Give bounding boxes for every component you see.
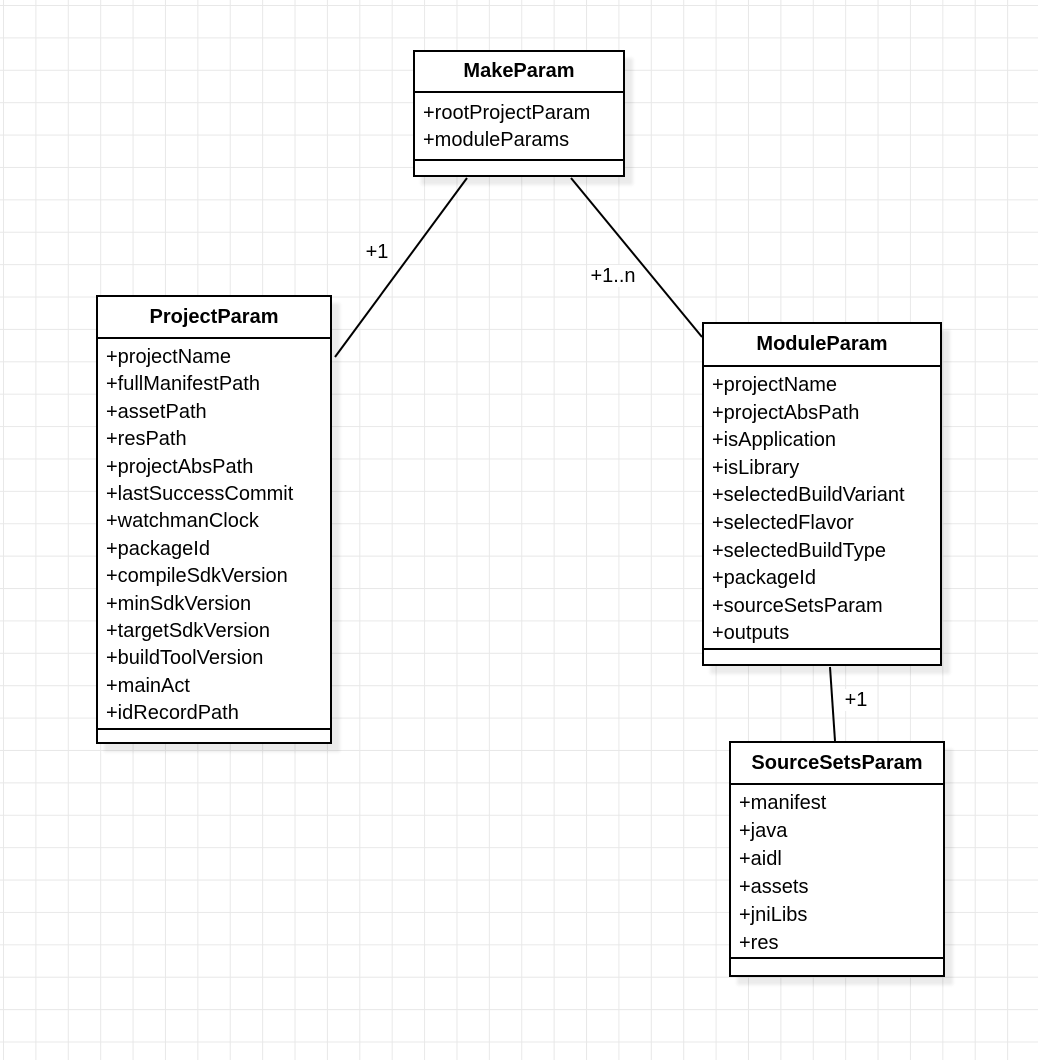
attribute-row: +compileSdkVersion xyxy=(106,565,288,588)
attribute-row: +fullManifestPath xyxy=(106,373,260,396)
attribute-row: +rootProjectParam xyxy=(423,102,591,124)
connector-makeparam-projectparam[interactable] xyxy=(334,177,468,358)
edge-label-makeparam-moduleparam: +1..n xyxy=(588,265,638,287)
connector-moduleparam-sourcesetsparam[interactable] xyxy=(829,666,836,742)
attribute-row: +buildToolVersion xyxy=(106,647,264,670)
attribute-row: +projectName xyxy=(106,346,232,368)
attribute-row: +projectAbsPath xyxy=(106,455,254,478)
attribute-row: +watchmanClock xyxy=(106,510,259,533)
edge-label-moduleparam-sourcesetsparam: +1 xyxy=(842,689,870,711)
class-sourcesetsparam-title: SourceSetsParam xyxy=(731,743,943,785)
attribute-row: +moduleParams xyxy=(423,129,570,151)
attribute-row: +selectedFlavor xyxy=(712,511,854,534)
attribute-row: +sourceSetsParam xyxy=(712,594,883,617)
attribute-row: +mainAct xyxy=(106,674,190,697)
class-projectparam-title: ProjectParam xyxy=(98,297,330,339)
attribute-row: +res xyxy=(739,932,779,954)
attribute-row: +jniLibs xyxy=(739,904,808,926)
attribute-row: +outputs xyxy=(712,622,790,645)
class-makeparam[interactable]: MakeParam +rootProjectParam +moduleParams xyxy=(413,50,625,177)
connector-makeparam-moduleparam[interactable] xyxy=(570,177,703,338)
attribute-row: +aidl xyxy=(739,848,782,870)
attribute-row: +isApplication xyxy=(712,429,836,452)
class-sourcesetsparam-methods-empty xyxy=(731,957,943,975)
class-moduleparam-methods-empty xyxy=(704,648,940,664)
class-makeparam-title: MakeParam xyxy=(415,52,623,93)
attribute-row: +projectName xyxy=(712,374,838,396)
class-sourcesetsparam-attributes: +manifest +java +aidl +assets +jniLibs +res xyxy=(731,785,943,957)
class-projectparam-methods-empty xyxy=(98,728,330,742)
attribute-row: +assets xyxy=(739,876,809,898)
attribute-row: +selectedBuildType xyxy=(712,539,887,562)
attribute-row: +resPath xyxy=(106,428,187,451)
attribute-row: +minSdkVersion xyxy=(106,592,252,615)
class-sourcesetsparam[interactable]: SourceSetsParam +manifest +java +aidl +asse… xyxy=(729,741,945,977)
attribute-row: +packageId xyxy=(106,537,210,560)
class-moduleparam-attributes: +projectName +projectAbsPath +isApplicatio… xyxy=(704,367,940,648)
attribute-row: +java xyxy=(739,820,788,842)
class-makeparam-methods-empty xyxy=(415,159,623,175)
attribute-row: +isLibrary xyxy=(712,456,800,479)
attribute-row: +selectedBuildVariant xyxy=(712,484,905,507)
attribute-row: +idRecordPath xyxy=(106,702,239,725)
edge-label-makeparam-projectparam: +1 xyxy=(363,241,391,263)
class-projectparam[interactable]: ProjectParam +projectName +fullManifestPa… xyxy=(96,295,332,744)
attribute-row: +packageId xyxy=(712,567,816,590)
attribute-row: +manifest xyxy=(739,792,827,814)
attribute-row: +projectAbsPath xyxy=(712,401,860,424)
class-projectparam-attributes: +projectName +fullManifestPath +assetPath +… xyxy=(98,339,330,728)
class-makeparam-attributes: +rootProjectParam +moduleParams xyxy=(415,93,623,159)
class-moduleparam[interactable]: ModuleParam +projectName+projectAbsPath+… xyxy=(702,322,942,666)
attribute-row: +assetPath xyxy=(106,400,207,423)
attribute-row: +lastSuccessCommit xyxy=(106,483,294,506)
attribute-row: +targetSdkVersion xyxy=(106,620,270,643)
class-moduleparam-title: ModuleParam xyxy=(704,324,940,367)
